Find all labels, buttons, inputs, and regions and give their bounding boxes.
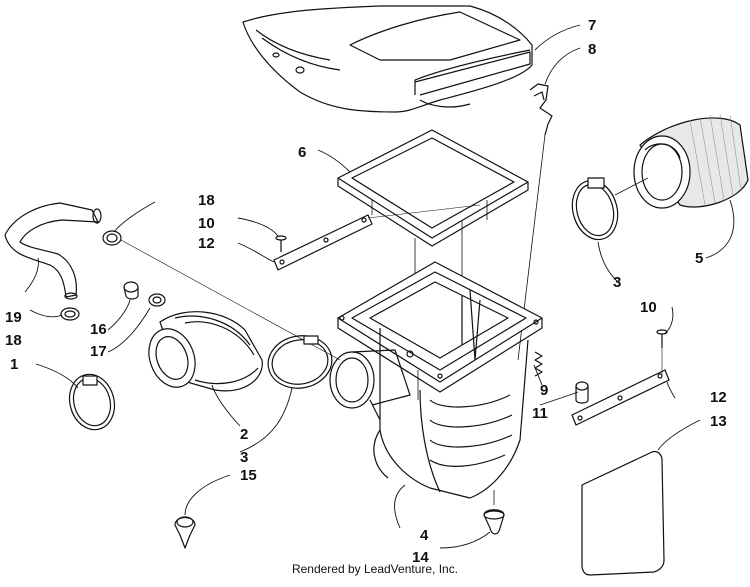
filter-clamp <box>571 177 649 241</box>
callout-3-left: 3 <box>240 449 248 466</box>
access-panel <box>581 450 665 576</box>
mount-bracket-right <box>571 369 670 426</box>
callout-15: 15 <box>240 467 257 484</box>
boot-clamp-inner <box>267 335 333 389</box>
push-fastener <box>174 516 196 549</box>
callout-18-upper: 18 <box>198 192 215 209</box>
callout-14: 14 <box>412 549 429 566</box>
callout-11: 11 <box>532 405 548 422</box>
cover-gasket <box>337 129 529 355</box>
callout-19: 19 <box>5 309 22 326</box>
callout-5: 5 <box>695 250 703 267</box>
callout-13: 13 <box>710 413 727 430</box>
callout-9: 9 <box>540 382 548 399</box>
callout-4: 4 <box>420 527 429 544</box>
air-filter <box>633 113 749 209</box>
callout-12-right: 12 <box>710 389 727 406</box>
callout-1: 1 <box>10 356 18 373</box>
callout-3-right: 3 <box>613 274 621 291</box>
screw-right <box>656 329 668 375</box>
callout-6: 6 <box>298 144 306 161</box>
spring <box>534 351 543 377</box>
airbox-cover <box>242 5 533 113</box>
drain-valve <box>483 490 505 535</box>
vent-cap <box>123 281 139 300</box>
breather-hose <box>4 202 102 300</box>
airbox-housing <box>329 261 543 499</box>
hose-clamp-lower <box>60 307 80 321</box>
mount-bracket-left <box>273 204 481 271</box>
leader-lines <box>24 24 735 549</box>
callout-16: 16 <box>90 321 107 338</box>
screw-left <box>275 235 287 252</box>
callout-labels: 1 2 3 3 4 5 6 7 8 9 10 10 11 12 12 13 14… <box>5 17 727 566</box>
callout-18-lower: 18 <box>5 332 22 349</box>
cap-clip <box>148 293 166 307</box>
callout-8: 8 <box>588 41 596 58</box>
intake-boot <box>148 311 263 392</box>
callout-12-left: 12 <box>198 235 215 252</box>
callout-2: 2 <box>240 426 248 443</box>
footer-credit: Rendered by LeadVenture, Inc. <box>291 562 459 576</box>
callout-10-left: 10 <box>198 215 215 232</box>
callout-7: 7 <box>588 17 596 34</box>
grommet <box>575 381 589 404</box>
boot-clamp-outer <box>68 373 116 431</box>
callout-10-right: 10 <box>640 299 657 316</box>
callout-17: 17 <box>90 343 107 360</box>
